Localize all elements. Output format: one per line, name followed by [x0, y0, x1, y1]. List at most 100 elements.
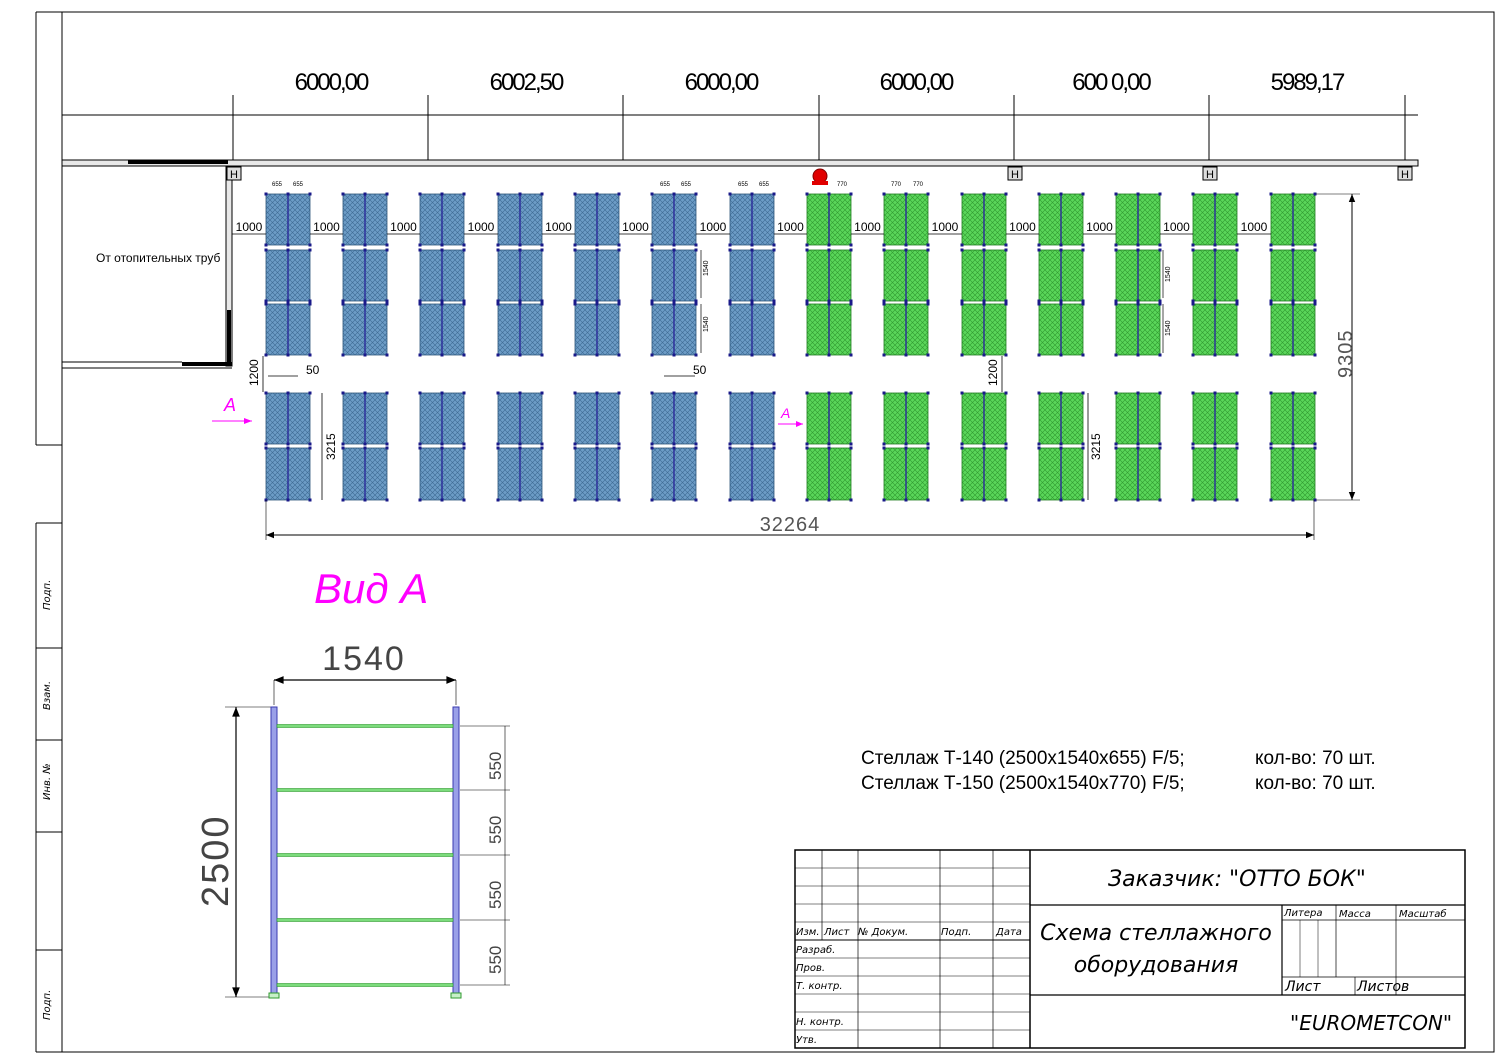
rack-upright — [1191, 353, 1195, 357]
rack-upright — [595, 498, 599, 502]
spacing-label-6: 5989,17 — [1271, 69, 1345, 96]
rack-upright — [694, 442, 698, 446]
rack-upright — [1081, 353, 1085, 357]
rack-upright — [1081, 192, 1085, 196]
view-a-shelf — [276, 724, 454, 728]
rack-upright — [1191, 299, 1195, 303]
rack-upright — [308, 302, 312, 306]
rack-upright — [882, 248, 886, 252]
depth-label: 770 — [837, 182, 848, 188]
total-length-dim: 32264 — [265, 500, 1315, 540]
rack-upright — [750, 391, 754, 395]
rack-upright — [462, 302, 466, 306]
rack-upright — [496, 446, 500, 450]
rack-upright — [882, 353, 886, 357]
rack-upright — [904, 446, 908, 450]
rack-upright — [772, 302, 776, 306]
view-a-title: Вид А — [314, 565, 428, 612]
rack-upright — [904, 243, 908, 247]
column-ruler — [62, 95, 1418, 165]
rack-upright — [926, 353, 930, 357]
rack-upright — [694, 498, 698, 502]
rack-upright — [926, 243, 930, 247]
rack-upright — [617, 498, 621, 502]
rack-upright — [1004, 353, 1008, 357]
rack-upright — [728, 302, 732, 306]
rack-upright — [573, 353, 577, 357]
company-label: "EUROMETCON" — [1290, 1011, 1452, 1035]
rack-upright — [1313, 302, 1317, 306]
spacing-label-1: 6000,00 — [295, 69, 369, 96]
rack-upright — [672, 391, 676, 395]
rack-upright — [363, 248, 367, 252]
rack-upright — [1291, 446, 1295, 450]
rack-upright — [440, 498, 444, 502]
side-stamp-1: Подп. — [42, 990, 53, 1020]
column-spacing-labels: 6000,00 6002,50 6000,00 6000,00 600 0,00… — [295, 69, 1347, 96]
rack-upright — [595, 446, 599, 450]
rack-upright — [805, 446, 809, 450]
rack-upright — [1081, 446, 1085, 450]
rack-upright — [1313, 442, 1317, 446]
rack-upright — [518, 391, 522, 395]
rack-upright — [1291, 498, 1295, 502]
rack-upright — [1235, 498, 1239, 502]
rack-upright — [1081, 442, 1085, 446]
rack-upright — [1136, 446, 1140, 450]
rack-upright — [418, 248, 422, 252]
rack-upright — [728, 192, 732, 196]
rack-upright — [595, 192, 599, 196]
rack-upright — [750, 248, 754, 252]
rack-upright — [1136, 353, 1140, 357]
spec-qty-2: кол-во: 70 шт. — [1255, 773, 1376, 794]
spacing-label-4: 6000,00 — [880, 69, 954, 96]
depth-label: 770 — [913, 182, 924, 188]
rack-upright — [1191, 391, 1195, 395]
view-a-shelf — [276, 983, 454, 987]
rack-upright — [1269, 299, 1273, 303]
view-marker-label: А — [223, 395, 236, 415]
rack-upright — [694, 192, 698, 196]
rack-upright — [1114, 243, 1118, 247]
rack-upright — [750, 446, 754, 450]
rack-upright — [1081, 498, 1085, 502]
rack-upright — [617, 248, 621, 252]
gap-label: 1000 — [932, 220, 959, 234]
rack-upright — [882, 442, 886, 446]
rack-upright — [341, 391, 345, 395]
rack-upright — [1235, 299, 1239, 303]
rack-upright — [728, 391, 732, 395]
rack-upright — [1291, 353, 1295, 357]
rack-upright — [1269, 192, 1273, 196]
total-length-label: 32264 — [760, 514, 821, 536]
rack-upright — [650, 498, 654, 502]
rack-upright — [385, 192, 389, 196]
rack-upright — [849, 302, 853, 306]
rack-upright — [440, 353, 444, 357]
rack-upright — [672, 302, 676, 306]
rack-upright — [1235, 248, 1239, 252]
rack-upright — [363, 353, 367, 357]
rack-upright — [982, 299, 986, 303]
rack-upright — [750, 243, 754, 247]
total-depth-label: 9305 — [1335, 330, 1357, 379]
rack-upright — [1235, 192, 1239, 196]
view-a-height-label: 2500 — [195, 814, 237, 907]
rack-upright — [650, 243, 654, 247]
rack-upright — [1059, 391, 1063, 395]
rack-upright — [308, 442, 312, 446]
rack-upright — [1136, 302, 1140, 306]
rack-upright — [882, 192, 886, 196]
rack-upright — [772, 192, 776, 196]
customer-label: Заказчик: "ОТТО БОК" — [1108, 867, 1366, 892]
rack-upright — [1158, 498, 1162, 502]
rack-upright — [904, 353, 908, 357]
rack-upright — [308, 498, 312, 502]
rack-upright — [1191, 243, 1195, 247]
rack-upright — [982, 442, 986, 446]
gap-label: 1000 — [390, 220, 417, 234]
rack-upright — [1291, 299, 1295, 303]
rack-upright — [772, 498, 776, 502]
rack-upright — [1004, 192, 1008, 196]
rack-upright — [1004, 391, 1008, 395]
